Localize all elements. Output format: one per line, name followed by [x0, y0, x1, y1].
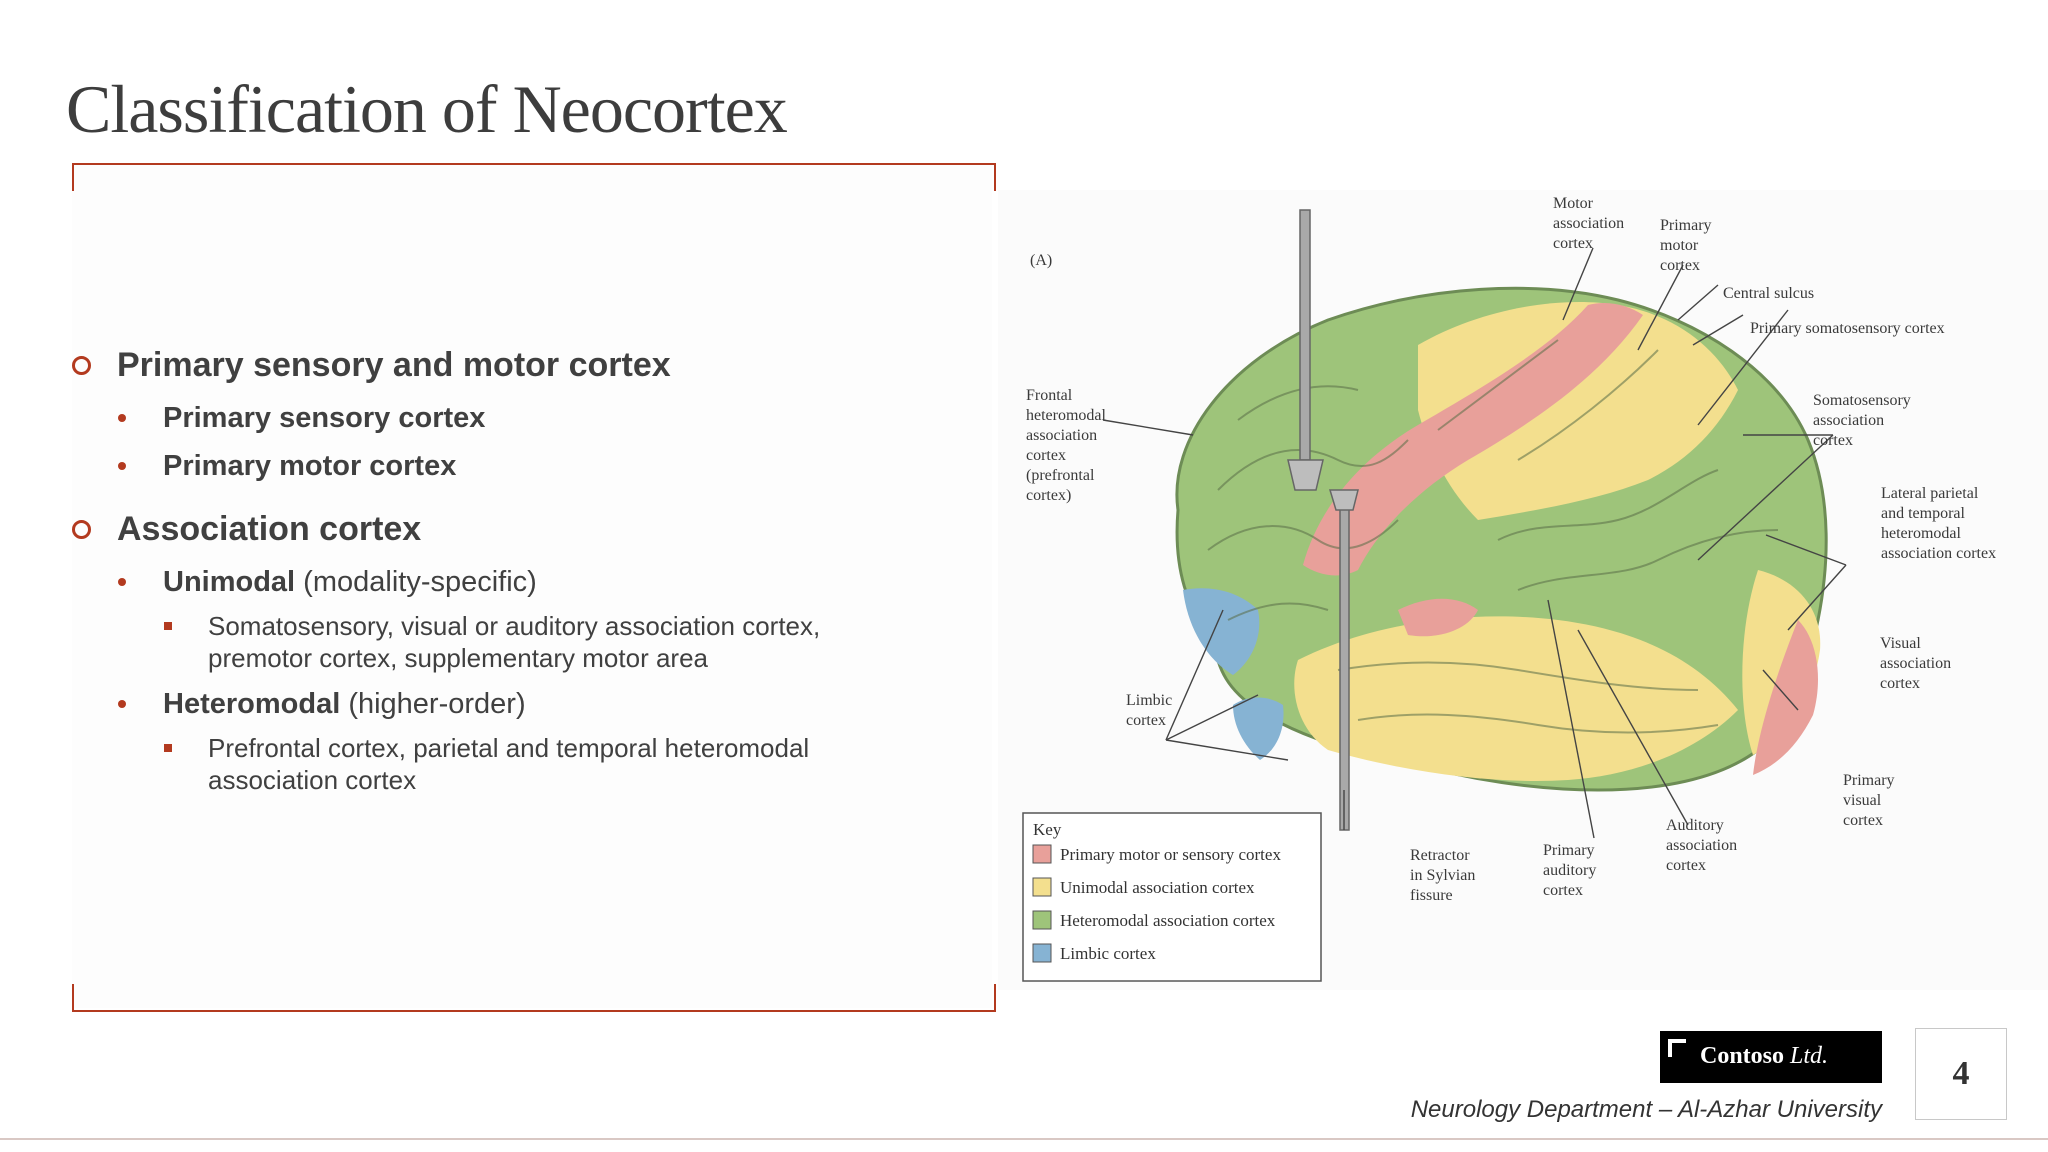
bullet-unimodal: Unimodal (modality-specific): [72, 562, 992, 602]
label-auditory-association: Auditory association cortex: [1666, 817, 1741, 874]
label-visual-association: Visual association cortex: [1880, 635, 1955, 692]
bullet-heading: Primary sensory and motor cortex: [117, 346, 671, 384]
bullet-heteromodal: Heteromodal (higher-order): [72, 684, 992, 724]
retractor-upper-tip: [1287, 459, 1324, 491]
logo-text: Contoso Ltd.: [1700, 1043, 1828, 1070]
legend-swatch-limbic: [1032, 943, 1052, 963]
square-bullet-icon: [164, 744, 172, 752]
content-panel: [72, 163, 992, 1008]
label-lateral-parietal-temporal: Lateral parietal and temporal heteromoda…: [1881, 485, 1996, 562]
legend-label-heteromodal: Heteromodal association cortex: [1060, 911, 1276, 930]
logo-name: Contoso: [1700, 1043, 1785, 1069]
legend-border: [1022, 812, 1322, 982]
limbic-region-frontal: [1183, 588, 1260, 675]
panel-label: (A): [1030, 252, 1052, 269]
primary-auditory-region: [1398, 598, 1478, 637]
legend-swatch-heteromodal: [1032, 910, 1052, 930]
bullet-detail-text: Somatosensory, visual or auditory associ…: [208, 611, 821, 673]
label-retractor: Retractor in Sylvian fissure: [1410, 847, 1479, 904]
circle-bullet-icon: [72, 520, 91, 539]
legend-key: Key Primary motor or sensory cortex Unim…: [1022, 812, 1322, 982]
label-frontal-heteromodal: Frontal heteromodal association cortex (…: [1026, 387, 1110, 504]
retractor-upper: [1299, 209, 1311, 461]
content-bracket-bottom: [72, 984, 996, 1012]
bullet-list: Primary sensory and motor cortex Primary…: [72, 340, 992, 806]
bullet-rest-text: (higher-order): [340, 688, 526, 720]
gyri-lines: [1207, 339, 1779, 734]
bullet-bold-text: Unimodal: [163, 566, 296, 598]
bullet-rest-text: (modality-specific): [295, 566, 537, 598]
unimodal-region-temporal: [1294, 616, 1738, 781]
dot-bullet-icon: [118, 700, 126, 708]
bullet-detail-text: Prefrontal cortex, parietal and temporal…: [208, 733, 810, 795]
page-number: 4: [1915, 1028, 2007, 1120]
content-bracket-top: [72, 163, 996, 191]
bullet-bold-text: Primary motor cortex: [163, 450, 457, 482]
retractor-lower: [1339, 499, 1350, 831]
dot-bullet-icon: [118, 578, 126, 586]
label-limbic: Limbic cortex: [1126, 692, 1176, 729]
bullet-primary-motor: Primary motor cortex: [72, 446, 992, 486]
unimodal-region-upper: [1418, 301, 1738, 520]
legend-swatch-primary: [1032, 844, 1052, 864]
company-logo: Contoso Ltd.: [1660, 1031, 1882, 1083]
logo-suffix: Ltd.: [1790, 1043, 1829, 1069]
label-primary-somatosensory: Primary somatosensory cortex: [1750, 320, 1945, 337]
label-primary-visual: Primary visual cortex: [1843, 772, 1899, 829]
legend-label-limbic: Limbic cortex: [1060, 944, 1156, 963]
label-motor-association: Motor association cortex: [1553, 195, 1628, 252]
circle-bullet-icon: [72, 356, 91, 375]
bullet-bold-text: Primary sensory cortex: [163, 402, 486, 434]
bullet-unimodal-detail: Somatosensory, visual or auditory associ…: [72, 610, 908, 674]
bullet-association: Association cortex: [72, 504, 992, 562]
retractor-lower-tip: [1328, 489, 1359, 511]
label-primary-auditory: Primary auditory cortex: [1543, 842, 1600, 899]
bullet-heading: Association cortex: [117, 510, 422, 548]
logo-corner-icon: [1668, 1039, 1686, 1057]
bullet-bold-text: Heteromodal: [163, 688, 341, 720]
slide-title: Classification of Neocortex: [66, 71, 788, 147]
label-primary-motor: Primary motor cortex: [1660, 217, 1716, 274]
brain-diagram-svg: (A) Motor association cortex: [998, 190, 2048, 990]
primary-visual-region: [1753, 620, 1818, 775]
footer-divider: [0, 1138, 2048, 1140]
legend-title: Key: [1033, 820, 1062, 839]
square-bullet-icon: [164, 622, 172, 630]
dot-bullet-icon: [118, 414, 126, 422]
bullet-primary-sensory-motor: Primary sensory and motor cortex: [72, 340, 992, 398]
footer-department: Neurology Department – Al-Azhar Universi…: [1410, 1096, 1882, 1123]
primary-motor-sensory-strip: [1303, 303, 1643, 576]
limbic-region-temporal: [1233, 697, 1284, 760]
bullet-heteromodal-detail: Prefrontal cortex, parietal and temporal…: [72, 732, 908, 796]
label-somatosensory-association: Somatosensory association cortex: [1813, 392, 1915, 449]
bullet-primary-sensory: Primary sensory cortex: [72, 398, 992, 438]
legend-label-unimodal: Unimodal association cortex: [1060, 878, 1255, 897]
leader-lines: [1102, 247, 1847, 839]
legend-swatch-unimodal: [1032, 877, 1052, 897]
legend-label-primary: Primary motor or sensory cortex: [1060, 845, 1281, 864]
label-central-sulcus: Central sulcus: [1723, 285, 1814, 302]
brain-diagram: (A) Motor association cortex: [998, 190, 2048, 990]
dot-bullet-icon: [118, 462, 126, 470]
